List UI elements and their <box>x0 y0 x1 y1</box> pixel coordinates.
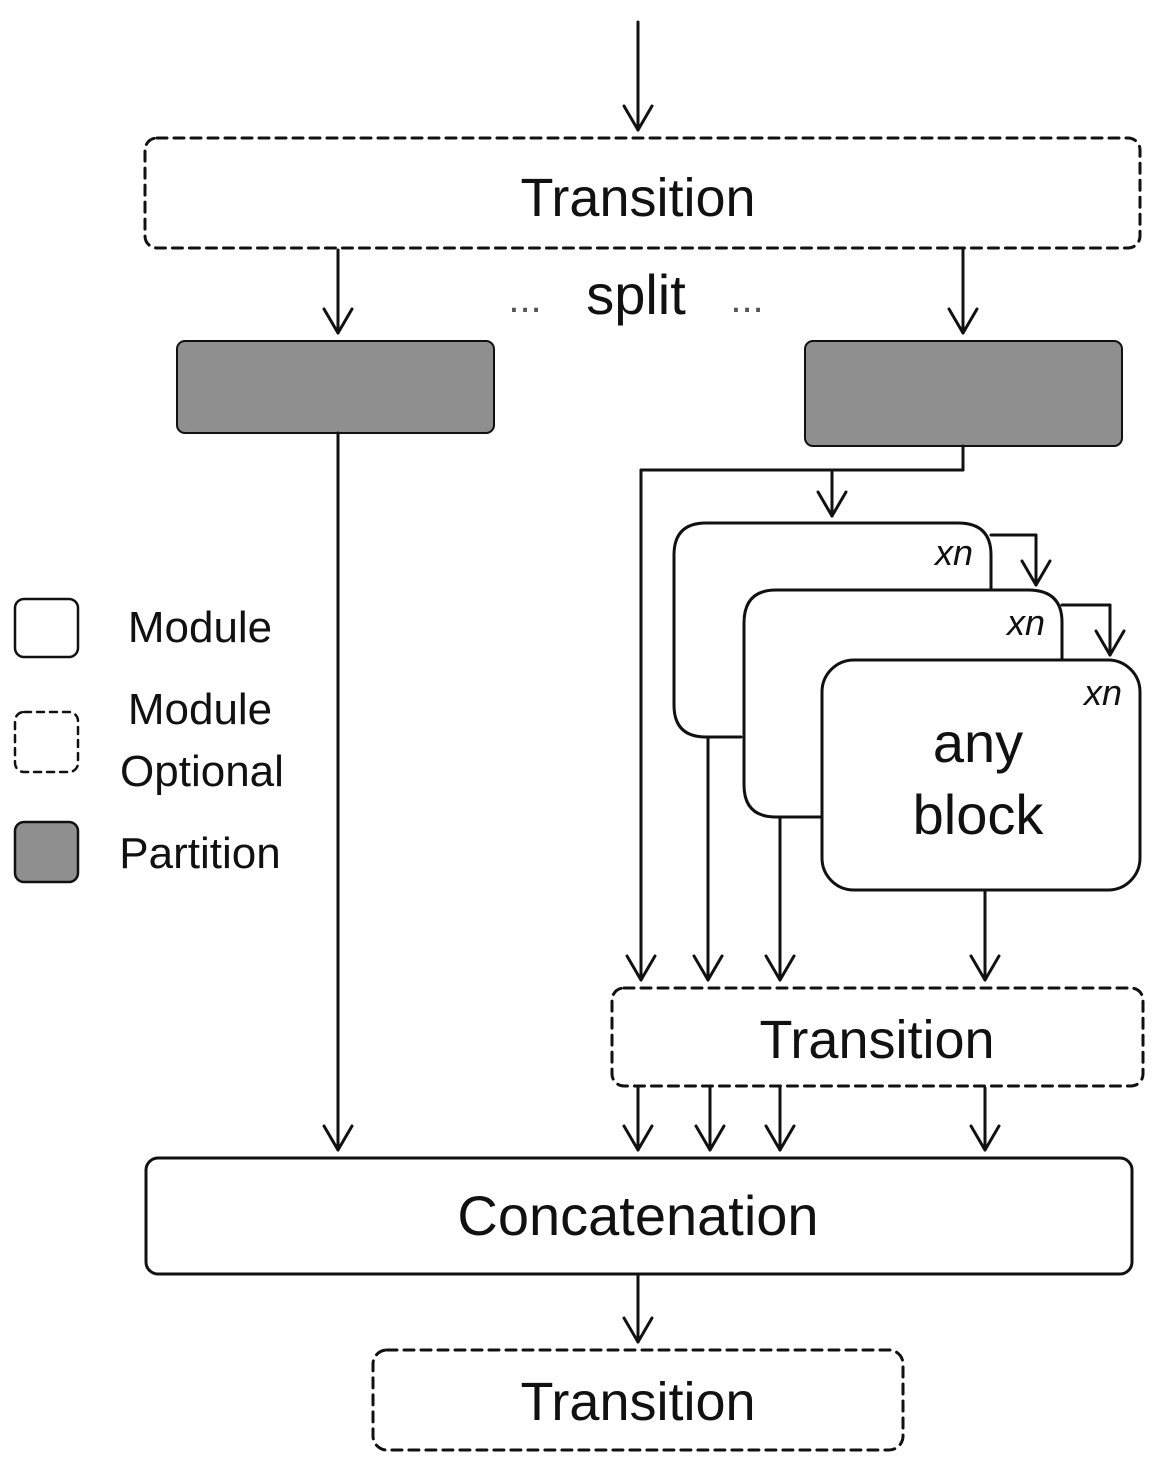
split-dots-left: ... <box>508 277 541 321</box>
legend-partition-swatch <box>13 820 80 884</box>
to-mid-transition-arrows <box>692 735 1001 982</box>
legend-module-label: Module <box>128 603 272 652</box>
repeat-label-3: xn <box>1082 672 1122 713</box>
repeat-label-1: xn <box>933 532 973 573</box>
left-path-arrow <box>322 431 354 1152</box>
any-block-box <box>820 658 1142 892</box>
legend-module-swatch <box>13 597 80 659</box>
input-arrow <box>622 20 654 132</box>
right-branch-lines <box>625 444 965 982</box>
any-block-label-line1: any <box>933 711 1023 774</box>
legend-optional-label-line1: Module <box>128 685 272 734</box>
split-arrow-left <box>322 248 354 335</box>
split-arrow-right <box>947 248 979 335</box>
output-arrow <box>622 1274 654 1344</box>
transition-bottom-label: Transition <box>520 1372 755 1432</box>
partition-right <box>804 340 1123 447</box>
transition-top-label: Transition <box>520 168 755 228</box>
to-concatenation-arrows <box>622 1086 1001 1152</box>
legend-partition-label: Partition <box>119 829 280 878</box>
repeat-label-2: xn <box>1005 602 1045 643</box>
concatenation-label: Concatenation <box>457 1184 818 1247</box>
split-dots-right: ... <box>730 277 763 321</box>
legend-optional-swatch <box>13 710 80 774</box>
legend-optional-label-line2: Optional <box>120 747 284 796</box>
transition-mid-box <box>610 986 1145 1088</box>
concatenation-box <box>144 1156 1134 1276</box>
any-block-label-line2: block <box>913 783 1045 846</box>
block-stack-back <box>672 521 993 739</box>
repeat-arrow-2 <box>1060 603 1126 657</box>
partition-left <box>176 340 495 434</box>
transition-bottom-box <box>371 1348 905 1452</box>
transition-mid-label: Transition <box>759 1010 994 1070</box>
block-stack-middle <box>742 588 1064 819</box>
split-label: split <box>586 263 686 326</box>
transition-top-box <box>143 136 1142 250</box>
repeat-arrow-1 <box>989 533 1052 587</box>
